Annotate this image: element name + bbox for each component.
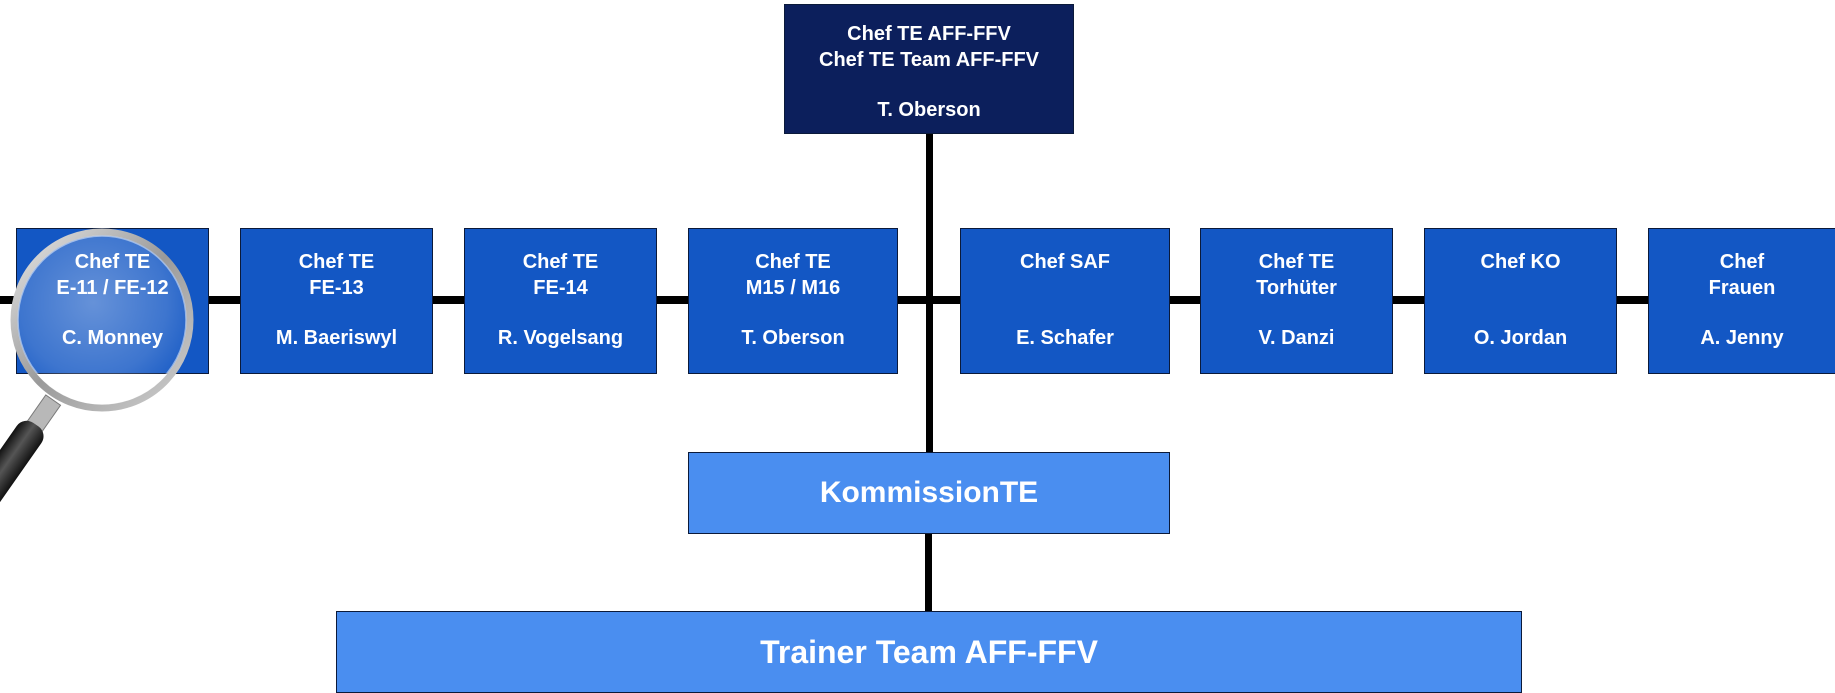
unit-name: C. Monney <box>61 327 164 349</box>
vertical-connector-top <box>926 134 933 452</box>
unit-subtitle: E-11 / FE-12 <box>56 277 169 299</box>
unit-box-torhueter[interactable]: Chef TE Torhüter V. Danzi <box>1200 228 1393 374</box>
unit-box-fe14[interactable]: Chef TE FE-14 R. Vogelsang <box>464 228 657 374</box>
unit-title: Chef KO <box>1480 251 1561 273</box>
unit-name: M. Baeriswyl <box>275 327 398 349</box>
unit-name: E. Schafer <box>1016 327 1114 349</box>
unit-subtitle: Torhüter <box>1256 277 1337 299</box>
unit-subtitle: M15 / M16 <box>745 277 841 299</box>
unit-title: Chef TE <box>522 251 599 273</box>
unit-subtitle: FE-13 <box>309 277 364 299</box>
unit-box-fe13[interactable]: Chef TE FE-13 M. Baeriswyl <box>240 228 433 374</box>
unit-box-saf[interactable]: Chef SAF E. Schafer <box>960 228 1170 374</box>
unit-subtitle: Frauen <box>1708 277 1776 299</box>
head-subtitle: Chef TE Team AFF-FFV <box>819 49 1039 71</box>
kommission-label: KommissionTE <box>819 476 1039 509</box>
head-of-te-box[interactable]: Chef TE AFF-FFV Chef TE Team AFF-FFV T. … <box>784 4 1074 134</box>
unit-title: Chef TE <box>755 251 831 273</box>
unit-title: Chef TE <box>298 251 375 273</box>
unit-box-ko[interactable]: Chef KO O. Jordan <box>1424 228 1617 374</box>
head-name: T. Oberson <box>877 99 981 121</box>
unit-name: R. Vogelsang <box>497 327 624 349</box>
unit-title: Chef TE <box>1258 251 1335 273</box>
unit-name: V. Danzi <box>1258 327 1335 349</box>
head-title: Chef TE AFF-FFV <box>847 23 1011 45</box>
trainer-team-label: Trainer Team AFF-FFV <box>760 633 1098 670</box>
unit-title: Chef <box>1719 251 1765 273</box>
kommission-box[interactable]: KommissionTE <box>688 452 1170 534</box>
unit-box-e11-fe12[interactable]: Chef TE E-11 / FE-12 C. Monney <box>16 228 209 374</box>
unit-name: O. Jordan <box>1473 327 1568 349</box>
unit-name: T. Oberson <box>741 327 845 349</box>
unit-name: A. Jenny <box>1700 327 1784 349</box>
unit-title: Chef SAF <box>1020 251 1110 273</box>
unit-title: Chef TE <box>74 251 151 273</box>
unit-box-frauen[interactable]: Chef Frauen A. Jenny <box>1648 228 1835 374</box>
horizontal-connector <box>0 296 1835 304</box>
unit-subtitle: FE-14 <box>533 277 588 299</box>
trainer-team-box[interactable]: Trainer Team AFF-FFV <box>336 611 1522 693</box>
vertical-connector-bottom <box>925 534 932 611</box>
unit-box-m15-m16[interactable]: Chef TE M15 / M16 T. Oberson <box>688 228 898 374</box>
